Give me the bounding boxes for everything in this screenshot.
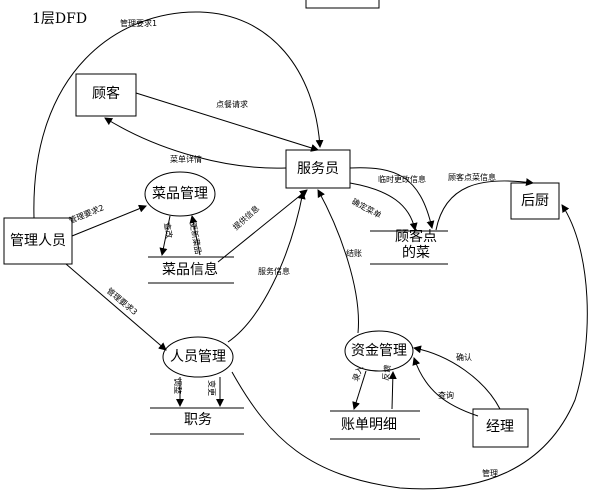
entity-kitchen-box (510, 182, 560, 220)
store-position: 职务 (184, 412, 212, 428)
flow-label-order-request: 点餐请求 (216, 100, 248, 109)
flow-label-checkout: 结账 (346, 249, 362, 258)
process-staff-mgmt-ellipse (162, 336, 234, 378)
process-menu-mgmt-ellipse (144, 171, 216, 217)
process-menu-mgmt: 菜品管理 (152, 186, 208, 202)
flow-label-service-info: 服务信息 (258, 267, 290, 276)
flow-provide-info (217, 189, 308, 263)
flow-query-modify (159, 215, 171, 256)
flow-label-mgmt-req1: 管理要求1 (120, 19, 158, 28)
flow-label-change: 变更 (207, 380, 216, 396)
flow-mgmt-req3 (65, 263, 167, 351)
top-partial-box (305, 0, 380, 9)
flow-confirm (413, 345, 501, 410)
flow-mgmt-req1 (33, 11, 324, 219)
entity-admin: 管理人员 (10, 233, 66, 249)
store-bill-detail: 账单明细 (341, 417, 397, 433)
flow-manage (231, 204, 588, 490)
diagram-title: 1层DFD (32, 11, 88, 27)
flow-label-temp-change: 临时更改信息 (378, 175, 426, 184)
entity-kitchen: 后厨 (521, 193, 549, 209)
flow-label-menu-detail: 菜单详情 (170, 155, 202, 164)
flow-label-query: 查询 (438, 391, 454, 400)
store-dish-info: 菜品信息 (162, 262, 218, 278)
flow-label-query-modify: 查改 (162, 221, 174, 240)
entity-manager: 经理 (486, 419, 514, 435)
process-fund-mgmt-ellipse (344, 330, 414, 372)
flow-update-dishes (189, 215, 201, 256)
flow-feedback (388, 371, 397, 410)
entity-admin-box (3, 217, 73, 265)
entity-manager-box (472, 408, 529, 448)
process-staff-mgmt: 人员管理 (170, 349, 226, 365)
entity-customer: 顾客 (92, 86, 120, 102)
flow-label-confirm: 确认 (456, 353, 472, 362)
flow-checkout (317, 189, 359, 334)
flow-label-adjust: 调整 (173, 378, 182, 394)
flow-order-request (135, 92, 319, 152)
flow-customer-order-info (435, 178, 534, 231)
process-waiter: 服务员 (297, 161, 339, 177)
flow-label-customer-order-info: 顾客点菜信息 (448, 173, 496, 182)
flow-query (412, 357, 479, 417)
store-customer-dishes-line1: 顾客点 (395, 229, 437, 245)
entity-customer-box (75, 73, 137, 117)
store-customer-dishes-line2: 的菜 (402, 245, 430, 261)
flow-label-manage: 管理 (482, 469, 498, 478)
flow-temp-change (349, 167, 435, 229)
flow-menu-detail (104, 117, 287, 169)
flow-service-info (227, 191, 306, 343)
flow-confirm-dishes (349, 182, 418, 231)
flow-mgmt-req2 (71, 204, 147, 237)
flow-record (352, 370, 367, 410)
process-fund-mgmt: 资金管理 (351, 343, 407, 359)
